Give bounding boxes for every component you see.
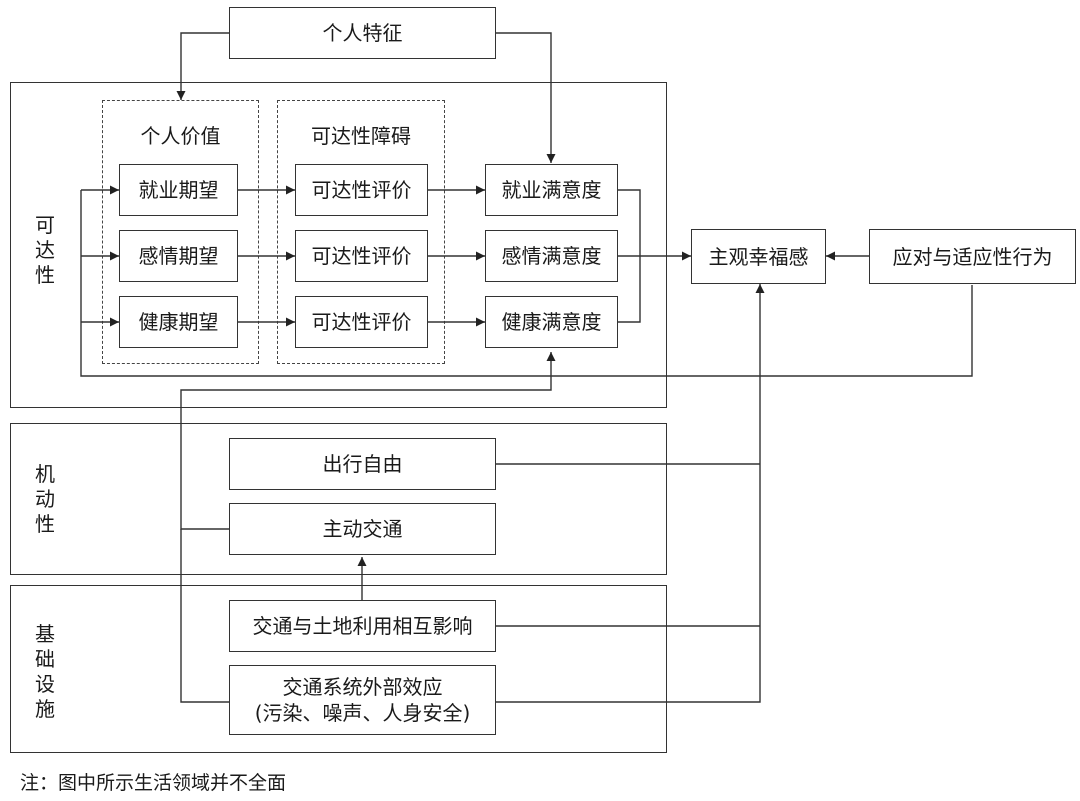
external-effects-box: 交通系统外部效应 (污染、噪声、人身安全) <box>229 665 496 735</box>
emotional-satisfaction-box: 感情满意度 <box>485 230 618 282</box>
accessibility-barrier-title: 可达性障碍 <box>311 124 411 148</box>
coping-behavior-box: 应对与适应性行为 <box>869 229 1076 284</box>
employment-expectation-box: 就业期望 <box>119 164 238 216</box>
accessibility-section-label: 可达性 <box>35 213 55 287</box>
accessibility-evaluation-box: 可达性评价 <box>295 296 428 348</box>
transport-landuse-box: 交通与土地利用相互影响 <box>229 600 496 652</box>
external-effects-line1: 交通系统外部效应 <box>282 675 443 699</box>
accessibility-evaluation-box: 可达性评价 <box>295 230 428 282</box>
health-expectation-box: 健康期望 <box>119 296 238 348</box>
employment-satisfaction-box: 就业满意度 <box>485 164 618 216</box>
mobility-section-label: 机动性 <box>35 462 55 536</box>
accessibility-section <box>10 82 667 408</box>
footnote: 注：图中所示生活领域并不全面 <box>20 772 287 794</box>
accessibility-evaluation-box: 可达性评价 <box>295 164 428 216</box>
infrastructure-section <box>10 585 667 753</box>
health-satisfaction-box: 健康满意度 <box>485 296 618 348</box>
accessibility-barrier-group <box>277 100 445 364</box>
subjective-wellbeing-box: 主观幸福感 <box>691 229 826 284</box>
mobility-section <box>10 423 667 575</box>
travel-freedom-box: 出行自由 <box>229 438 496 490</box>
personal-traits-box: 个人特征 <box>229 7 496 59</box>
emotional-expectation-box: 感情期望 <box>119 230 238 282</box>
personal-value-group <box>102 100 259 364</box>
active-transport-box: 主动交通 <box>229 503 496 555</box>
personal-value-title: 个人价值 <box>140 124 221 148</box>
external-effects-line2: (污染、噪声、人身安全) <box>254 701 471 725</box>
infrastructure-section-label: 基础设施 <box>35 622 55 721</box>
